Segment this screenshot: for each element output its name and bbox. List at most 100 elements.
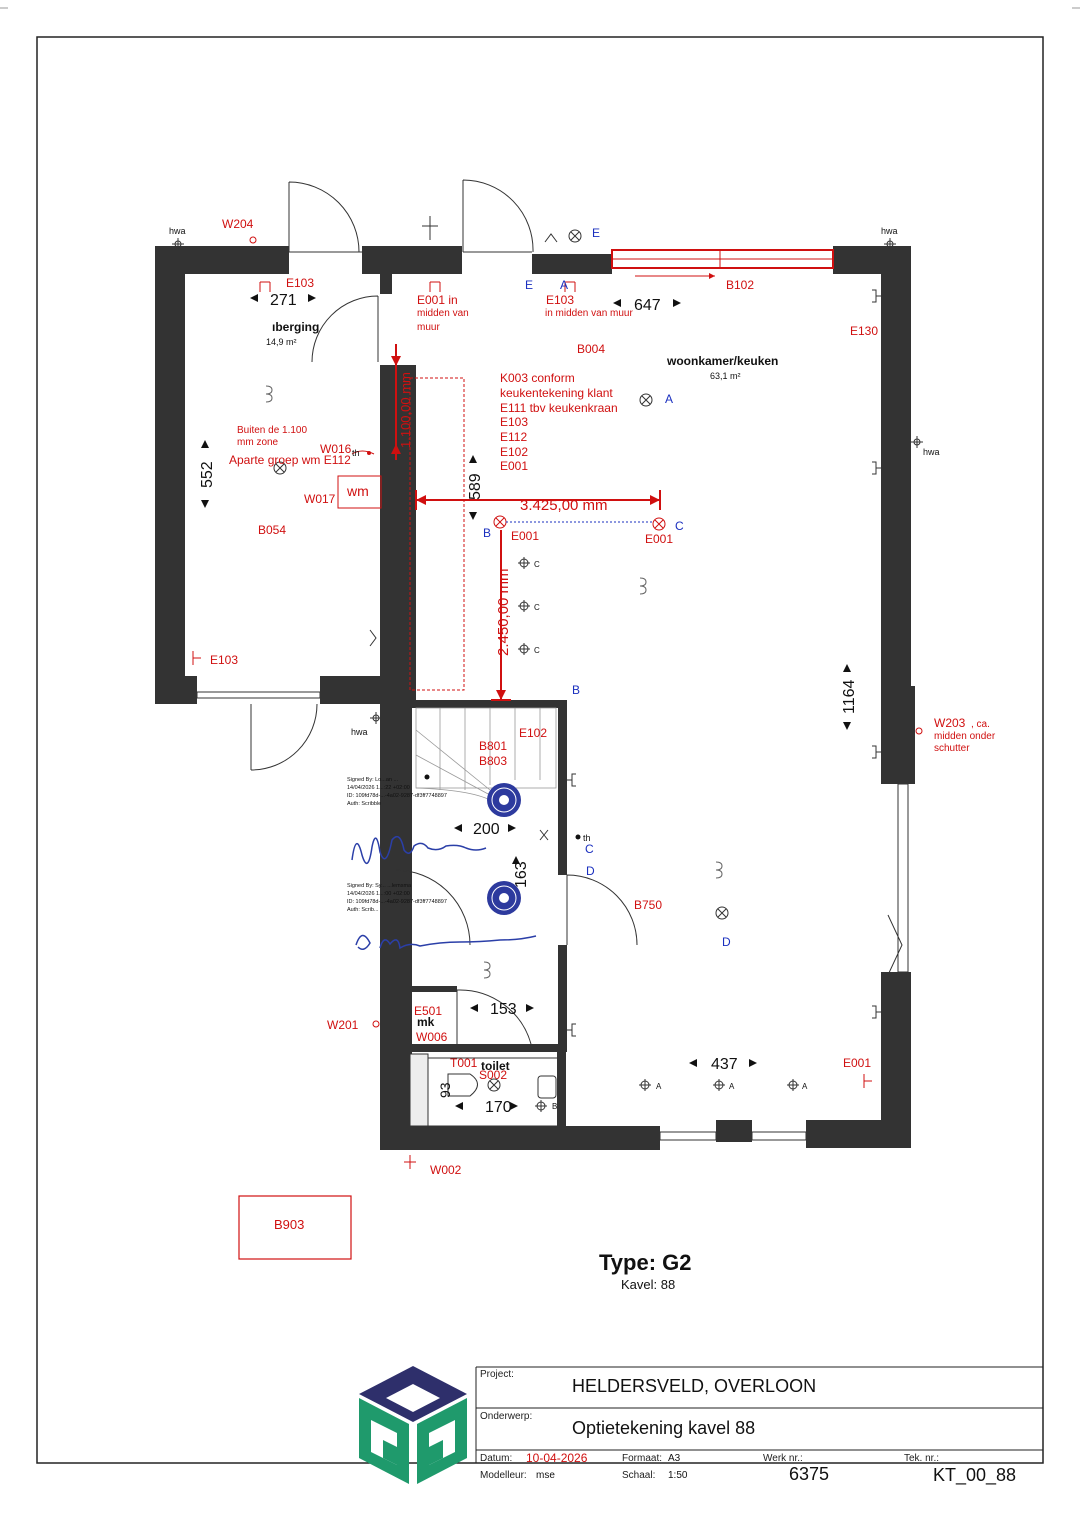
signature-line: Auth: Scrib... [347,907,379,913]
code-W203-schutter: schutter [934,743,970,754]
letter-C: C [534,646,540,655]
tb-datum: 10-04-2026 [526,1451,588,1465]
code-B054: B054 [258,523,286,537]
tb-schaal-label: Schaal: [622,1470,655,1481]
letter-C: C [534,603,540,612]
letter-A: A [665,392,673,406]
code-E001-b: E001 [500,459,528,473]
code-E103-midden: in midden van muur [545,308,633,319]
code-W204: W204 [222,217,254,231]
verified-seal [487,881,521,915]
letter-A: A [802,1082,808,1091]
dim-163: 163 [513,861,530,888]
tb-onderwerp: Optietekening kavel 88 [572,1418,755,1438]
tb-project: HELDERSVELD, OVERLOON [572,1376,816,1396]
code-W016: W016 [320,442,352,456]
tb-datum-label: Datum: [480,1453,512,1464]
tb-modelleur: mse [536,1470,555,1481]
letter-B: B [483,526,491,540]
code-W017: W017 [304,492,336,506]
tb-tek: KT_00_88 [933,1465,1016,1486]
dim-200: 200 [473,821,500,838]
code-S002: S002 [479,1068,507,1082]
code-K003: K003 conform [500,371,575,385]
tb-modelleur-label: Modelleur: [480,1470,527,1481]
code-W201: W201 [327,1018,359,1032]
annotation-codes: W204 E103 E001 in midden van muur E103 i… [210,217,996,1177]
code-E103-d: E103 [210,653,238,667]
socket-symbols [192,216,923,1169]
letter-C: C [534,560,540,569]
hwa-label: hwa [881,226,898,236]
code-W006: W006 [416,1030,448,1044]
signature-line: Auth: Scribble [347,801,381,807]
letter-A: A [656,1082,662,1091]
code-E001-d: E001 [645,532,673,546]
code-B801: B801 [479,739,507,753]
red-dimension-labels: 3.425,00 mm 2.450,00 mm 1.100,00 mm [398,372,608,656]
letter-E: E [525,278,533,292]
code-W002: W002 [430,1163,462,1177]
letter-th: th [352,448,360,458]
hwa-label: hwa [169,226,186,236]
hwa-labels: hwa hwa hwa hwa [169,226,940,737]
signature-line: Signed By: Lo...an ... [347,777,399,783]
tb-tek-label: Tek. nr.: [904,1453,939,1464]
room-berging-area: 14,9 m² [266,337,297,347]
tb-formaat: A3 [668,1453,681,1464]
note-buiten-1: Buiten de 1.100 [237,425,307,436]
code-E001-e: E001 [843,1056,871,1070]
red-dimension-lines [351,273,715,701]
dim-437: 437 [711,1056,738,1073]
code-B102: B102 [726,278,754,292]
code-B004: B004 [577,342,605,356]
code-B903: B903 [274,1217,304,1232]
letter-D: D [722,935,731,949]
code-K003-b: keukentekening klant [500,386,613,400]
letter-C: C [585,842,594,856]
signature-block-1: Signed By: Lo...an ... 14/04/2026 1...:2… [347,777,521,864]
code-E103-c: E103 [500,415,528,429]
sheet-border [36,36,1044,1464]
dim-647: 647 [634,297,661,314]
code-E001-in: E001 in [417,293,458,307]
letter-th: th [583,833,591,843]
letter-E: E [592,226,600,240]
letter-B: B [572,683,580,697]
wm-label: wm [346,483,369,499]
dim-3425: 3.425,00 mm [520,497,608,514]
code-E501: E501 [414,1004,442,1018]
dim-2450: 2.450,00 mm [495,568,512,656]
verified-seal [487,783,521,817]
doors [250,179,903,1045]
dim-1164: 1164 [841,679,858,714]
code-B803: B803 [479,754,507,768]
room-toilet: toilet [481,1059,510,1073]
note-aparte-groep: Aparte groep wm E112 [229,453,351,467]
code-T001: T001 [450,1056,478,1070]
room-berging-name: ıberging [272,320,319,334]
tb-formaat-label: Formaat: [622,1453,662,1464]
company-logo [359,1366,467,1484]
handwritten-signature [351,835,487,864]
code-E001-muur: muur [417,322,440,333]
title-block: Project: HELDERSVELD, OVERLOON Onderwerp… [475,1366,1043,1486]
spot-lights [172,238,923,1112]
signature-line: 14/04/2026 1...:22 +02:00 [347,785,410,791]
wm-box [337,475,382,509]
staircase [415,707,557,801]
b903-box [238,1195,352,1260]
dim-589: 589 [467,473,484,500]
tb-onderwerp-label: Onderwerp: [480,1411,532,1422]
room-woonkamer-name: woonkamer/keuken [666,354,778,368]
dim-552: 552 [199,461,216,488]
toilet-fixtures [409,1053,559,1127]
code-W203-ca: , ca. [971,719,990,730]
letter-A: A [729,1082,735,1091]
hwa-label: hwa [351,727,368,737]
tb-werk: 6375 [789,1464,829,1484]
room-woonkamer-area: 63,1 m² [710,371,741,381]
walls [155,246,911,1150]
code-W203-midden: midden onder [934,731,996,742]
